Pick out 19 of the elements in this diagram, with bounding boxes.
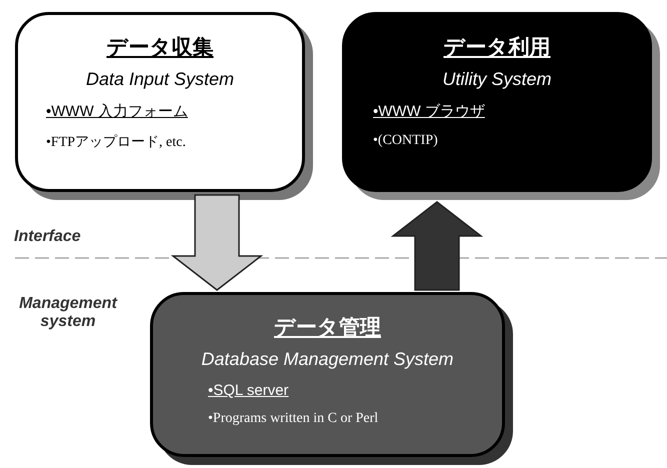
bullet-item: •WWW 入力フォーム	[46, 102, 188, 121]
box-heading: データ利用	[444, 35, 550, 61]
box-heading: データ収集	[106, 35, 214, 61]
box-subtitle: Database Management System	[201, 349, 454, 370]
system-box	[15, 12, 305, 192]
bullet-item: •SQL server	[208, 382, 289, 399]
layer-label: Management system	[18, 295, 118, 331]
bullet-item: •FTPアップロード, etc.	[46, 133, 186, 151]
box-subtitle: Utility System	[442, 69, 552, 90]
block-arrow	[170, 194, 264, 291]
block-arrow	[390, 201, 484, 291]
bullet-item: •(CONTIP)	[373, 133, 438, 149]
box-heading: データ管理	[274, 315, 381, 341]
bullet-item: •Programs written in C or Perl	[208, 411, 378, 427]
bullet-item: •WWW ブラウザ	[373, 102, 485, 121]
system-box	[342, 12, 652, 192]
system-box	[150, 292, 505, 457]
layer-label: Interface	[14, 228, 82, 246]
box-subtitle: Data Input System	[86, 69, 234, 90]
